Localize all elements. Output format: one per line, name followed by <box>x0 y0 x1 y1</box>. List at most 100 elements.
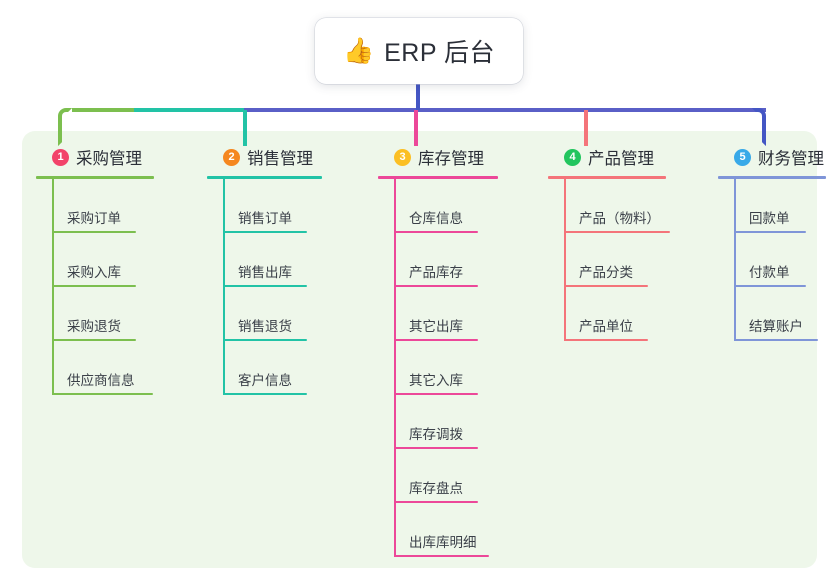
branch-item-rule <box>564 285 648 287</box>
root-trunk-connector <box>416 83 420 110</box>
branch-header-rule <box>36 176 154 179</box>
branch-item-label: 销售出库 <box>238 265 292 280</box>
branch-title: 销售管理 <box>247 150 313 168</box>
branch-item-label: 产品库存 <box>409 265 463 280</box>
branch-item-rule <box>394 339 478 341</box>
connector-stub-2 <box>243 110 247 146</box>
branch-header-4[interactable]: 4 产品管理 <box>548 144 666 170</box>
branch-header-rule <box>718 176 826 179</box>
branch-item[interactable]: 产品分类 <box>548 233 666 287</box>
branch-item-label: 其它入库 <box>409 373 463 388</box>
branch-item-label: 库存调拨 <box>409 427 463 442</box>
branch-item-list: 销售订单销售出库销售退货客户信息 <box>207 179 322 395</box>
branch-item-rule <box>394 447 478 449</box>
branch-item-label: 付款单 <box>749 265 790 280</box>
branch-item[interactable]: 出库库明细 <box>378 503 498 557</box>
branch-item[interactable]: 产品库存 <box>378 233 498 287</box>
branch-header-rule <box>378 176 498 179</box>
branch-item[interactable]: 其它出库 <box>378 287 498 341</box>
branch-item[interactable]: 库存盘点 <box>378 449 498 503</box>
branch-header-rule <box>548 176 666 179</box>
branch-item-rule <box>564 231 670 233</box>
branch-item[interactable]: 销售退货 <box>207 287 322 341</box>
branch-item-list: 仓库信息产品库存其它出库其它入库库存调拨库存盘点出库库明细 <box>378 179 498 557</box>
branch-item[interactable]: 仓库信息 <box>378 179 498 233</box>
branch-number-badge: 3 <box>394 148 411 166</box>
branch-item-rule <box>394 555 489 557</box>
branch-item-rule <box>52 285 136 287</box>
branch-item-rule <box>52 339 136 341</box>
branch-item[interactable]: 销售订单 <box>207 179 322 233</box>
branch-item[interactable]: 产品单位 <box>548 287 666 341</box>
branch-item-label: 库存盘点 <box>409 481 463 496</box>
branch-column-3: 3 库存管理仓库信息产品库存其它出库其它入库库存调拨库存盘点出库库明细 <box>378 144 498 557</box>
branch-title: 采购管理 <box>76 150 142 168</box>
branch-item-list: 回款单付款单结算账户 <box>718 179 826 341</box>
branch-item[interactable]: 采购订单 <box>36 179 154 233</box>
branch-item[interactable]: 客户信息 <box>207 341 322 395</box>
branch-spine <box>394 179 396 557</box>
branch-spine <box>564 179 566 341</box>
branch-item-label: 回款单 <box>749 211 790 226</box>
branch-item-label: 采购退货 <box>67 319 121 334</box>
branch-item-rule <box>394 393 478 395</box>
branch-item[interactable]: 库存调拨 <box>378 395 498 449</box>
branch-spine <box>223 179 225 395</box>
branch-spine <box>52 179 54 395</box>
root-node-card[interactable]: 👍 ERP 后台 <box>315 18 523 84</box>
root-node-title: ERP 后台 <box>384 39 496 67</box>
branch-item-label: 出库库明细 <box>409 535 477 550</box>
branch-item[interactable]: 供应商信息 <box>36 341 154 395</box>
connector-bar-segment-3 <box>244 108 766 112</box>
branch-item-label: 产品分类 <box>579 265 633 280</box>
branch-item-rule <box>223 393 307 395</box>
connector-elbow-left <box>58 108 72 146</box>
branch-spine <box>734 179 736 341</box>
branch-item[interactable]: 回款单 <box>718 179 826 233</box>
branch-title: 库存管理 <box>418 150 484 168</box>
branch-number-badge: 5 <box>734 148 751 166</box>
branch-item-rule <box>734 285 806 287</box>
branch-column-5: 5 财务管理回款单付款单结算账户 <box>718 144 826 341</box>
branch-item-label: 销售订单 <box>238 211 292 226</box>
branch-item-list: 采购订单采购入库采购退货供应商信息 <box>36 179 154 395</box>
branch-item[interactable]: 付款单 <box>718 233 826 287</box>
branch-number-badge: 2 <box>223 148 240 166</box>
branch-item-rule <box>394 501 478 503</box>
branch-item-rule <box>734 339 818 341</box>
connector-stub-4 <box>584 110 588 146</box>
branch-item[interactable]: 其它入库 <box>378 341 498 395</box>
branch-item[interactable]: 销售出库 <box>207 233 322 287</box>
connector-elbow-right <box>752 108 766 146</box>
branch-number-badge: 4 <box>564 148 581 166</box>
branch-item-rule <box>223 339 307 341</box>
branch-item-label: 产品（物料） <box>579 211 660 226</box>
branch-item-rule <box>223 285 307 287</box>
branch-item[interactable]: 采购入库 <box>36 233 154 287</box>
branch-item-label: 客户信息 <box>238 373 292 388</box>
branch-item-rule <box>734 231 806 233</box>
branch-header-3[interactable]: 3 库存管理 <box>378 144 498 170</box>
branch-item-rule <box>394 285 478 287</box>
branch-item-rule <box>52 393 153 395</box>
connector-stub-3 <box>414 110 418 146</box>
branch-item[interactable]: 结算账户 <box>718 287 826 341</box>
branch-item-label: 销售退货 <box>238 319 292 334</box>
branch-item-list: 产品（物料） 产品分类产品单位 <box>548 179 670 341</box>
branch-column-4: 4 产品管理产品（物料） 产品分类产品单位 <box>548 144 670 341</box>
branch-title: 财务管理 <box>758 150 824 168</box>
branch-column-2: 2 销售管理销售订单销售出库销售退货客户信息 <box>207 144 322 395</box>
branch-item-label: 采购订单 <box>67 211 121 226</box>
branch-item[interactable]: 产品（物料） <box>548 179 670 233</box>
branch-title: 产品管理 <box>588 150 654 168</box>
branch-item[interactable]: 采购退货 <box>36 287 154 341</box>
branch-item-rule <box>52 231 136 233</box>
branch-item-label: 采购入库 <box>67 265 121 280</box>
branch-item-rule <box>223 231 307 233</box>
branch-header-5[interactable]: 5 财务管理 <box>718 144 826 170</box>
branch-item-label: 其它出库 <box>409 319 463 334</box>
branch-header-2[interactable]: 2 销售管理 <box>207 144 322 170</box>
